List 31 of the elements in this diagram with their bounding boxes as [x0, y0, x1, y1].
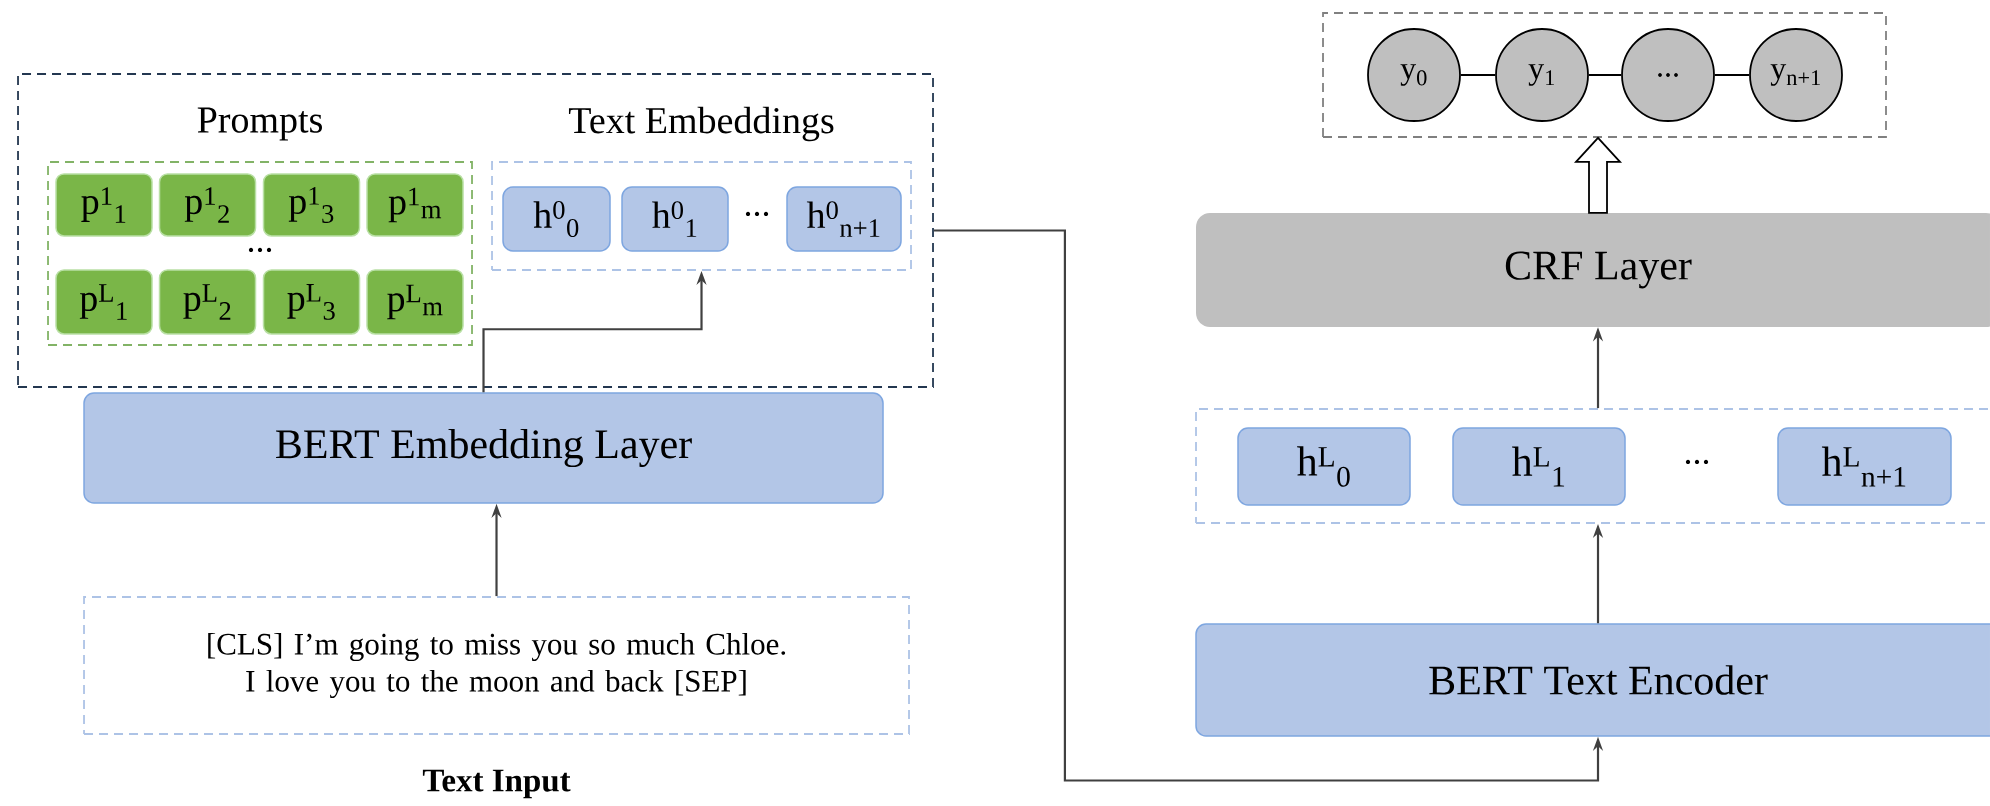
group-heading: Prompts	[197, 107, 322, 141]
embedding-box: h$^{L}$0	[1237, 427, 1411, 506]
input-text-box: [CLS] I’m going to miss you so much Chloe. I love you to the moon and back [SEP]	[83, 596, 910, 735]
prompt-token-box: p$^{1}$2	[158, 173, 257, 237]
ellipsis: ...	[745, 211, 769, 217]
dashed-group-box	[17, 73, 934, 388]
prompt-token-box: p$^{L}$2	[158, 269, 257, 335]
embedding-box: h$^{L}$1	[1452, 427, 1626, 506]
connector-line	[1714, 74, 1750, 76]
dashed-group-box	[1195, 408, 1990, 524]
group-heading: Text Embeddings	[568, 106, 834, 142]
prompt-token-box: p$^{L}$$_{m}$	[366, 269, 464, 335]
connector-line	[1588, 74, 1622, 76]
prompt-token-box: p$^{L}$3	[262, 269, 361, 335]
embedding-box: h$^{0}$1	[621, 186, 729, 252]
ellipsis: ...	[248, 247, 272, 253]
section-caption: Text Input	[422, 769, 571, 799]
embedding-box: h$^{0}$0	[502, 186, 611, 252]
layer-box: BERT Embedding Layer	[83, 392, 884, 504]
ellipsis: ...	[1685, 459, 1709, 465]
embedding-box: h$^{0}$n+1	[786, 186, 902, 252]
prompt-token-box: p$^{L}$1	[55, 269, 153, 335]
layer-box: CRF Layer	[1196, 213, 1990, 327]
prompt-token-box: p$^{1}$$_{m}$	[366, 173, 464, 237]
prompt-token-box: p$^{1}$3	[262, 173, 361, 237]
prompt-token-box: p$^{1}$1	[55, 173, 153, 237]
connector-line	[1460, 74, 1496, 76]
layer-box: BERT Text Encoder	[1195, 623, 1990, 737]
embedding-box: h$^{L}$n+1	[1777, 427, 1952, 506]
dashed-group-box	[1322, 12, 1887, 138]
hollow-arrow	[1573, 136, 1623, 214]
